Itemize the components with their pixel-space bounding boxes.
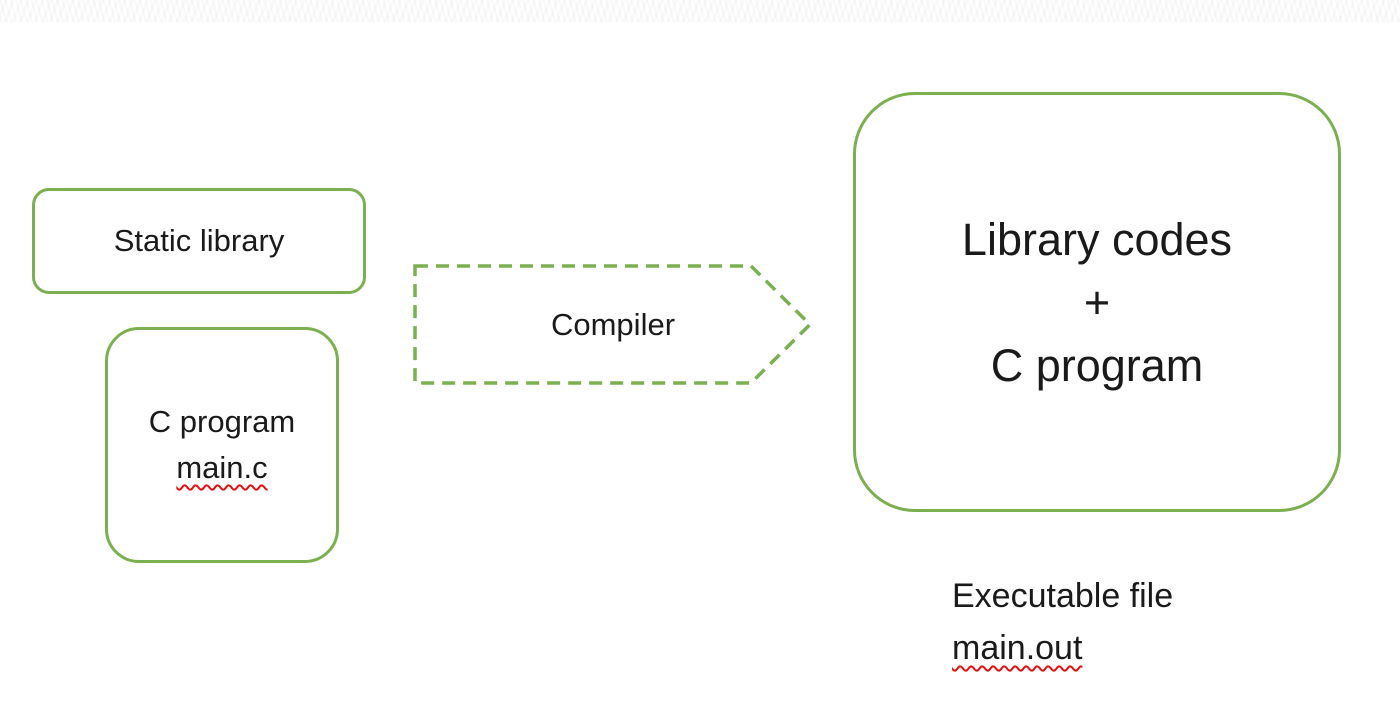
top-noise-band <box>0 0 1400 22</box>
compiler-label: Compiler <box>550 306 676 342</box>
executable-file-label: Executable file main.out <box>952 570 1173 674</box>
static-library-label: Static library <box>113 223 285 258</box>
chevron-polygon <box>413 264 813 385</box>
compiler-arrow-shape <box>413 264 813 385</box>
output-line-c-program: C program <box>990 339 1204 391</box>
output-box: Library codes + C program <box>853 92 1341 512</box>
compiler-label-container: Compiler <box>413 264 813 385</box>
c-program-label: C program <box>148 404 296 439</box>
c-program-filename: main.c <box>176 450 268 485</box>
static-library-box: Static library <box>32 188 366 294</box>
executable-filename: main.out <box>952 629 1083 667</box>
output-line-plus: + <box>1083 276 1111 328</box>
c-program-box: C program main.c <box>105 327 339 563</box>
output-line-library-codes: Library codes <box>961 213 1233 265</box>
compiler-chevron-outline <box>413 264 813 385</box>
executable-file-text: Executable file <box>952 577 1174 615</box>
